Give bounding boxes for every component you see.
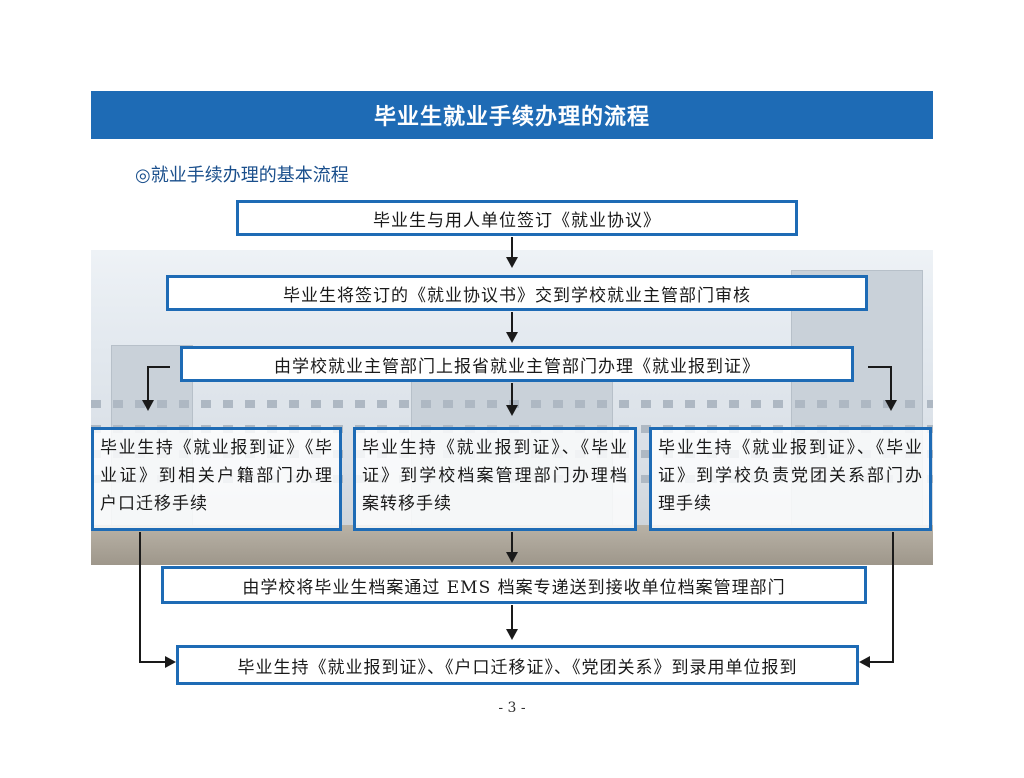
step-archive-transfer-text: 毕业生持《就业报到证》、《毕业证》到学校档案管理部门办理档案转移手续 — [362, 438, 628, 514]
step-submit-agreement: 毕业生将签订的《就业协议书》交到学校就业主管部门审核 — [166, 275, 868, 311]
connector-line — [139, 661, 165, 663]
step-final-report-text: 毕业生持《就业报到证》、《户口迁移证》、《党团关系》到录用单位报到 — [237, 657, 798, 678]
page-title: 毕业生就业手续办理的流程 — [91, 91, 933, 139]
step-archive-transfer: 毕业生持《就业报到证》、《毕业证》到学校档案管理部门办理档案转移手续 — [353, 427, 637, 531]
step-report-certificate: 由学校就业主管部门上报省就业主管部门办理《就业报到证》 — [180, 346, 854, 382]
step-sign-agreement: 毕业生与用人单位签订《就业协议》 — [236, 200, 798, 236]
arrow-right-icon — [165, 656, 176, 668]
step-ems-delivery-text: 由学校将毕业生档案通过 EMS 档案专递送到接收单位档案管理部门 — [242, 577, 786, 598]
connector-line — [147, 366, 149, 400]
arrow-line — [511, 605, 513, 629]
arrow-left-icon — [859, 656, 870, 668]
arrow-line — [511, 383, 513, 405]
connector-line — [890, 366, 892, 400]
step-sign-agreement-text: 毕业生与用人单位签订《就业协议》 — [373, 210, 661, 231]
step-party-transfer-text: 毕业生持《就业报到证》、《毕业证》到学校负责党团关系部门办理手续 — [658, 438, 923, 514]
step-hukou-transfer-text: 毕业生持《就业报到证》《毕业证》到相关户籍部门办理户口迁移手续 — [100, 438, 333, 514]
arrow-down-icon — [142, 400, 154, 411]
connector-line — [870, 661, 894, 663]
arrow-down-icon — [506, 257, 518, 268]
step-party-transfer: 毕业生持《就业报到证》、《毕业证》到学校负责党团关系部门办理手续 — [649, 427, 932, 531]
arrow-down-icon — [506, 552, 518, 563]
connector-line — [892, 532, 894, 662]
step-hukou-transfer: 毕业生持《就业报到证》《毕业证》到相关户籍部门办理户口迁移手续 — [91, 427, 342, 531]
connector-line — [868, 366, 892, 368]
step-ems-delivery: 由学校将毕业生档案通过 EMS 档案专递送到接收单位档案管理部门 — [161, 566, 867, 604]
arrow-line — [511, 532, 513, 552]
arrow-down-icon — [506, 332, 518, 343]
step-report-certificate-text: 由学校就业主管部门上报省就业主管部门办理《就业报到证》 — [274, 356, 760, 377]
arrow-down-icon — [506, 405, 518, 416]
step-submit-agreement-text: 毕业生将签订的《就业协议书》交到学校就业主管部门审核 — [283, 285, 751, 306]
arrow-line — [511, 237, 513, 257]
arrow-line — [511, 312, 513, 332]
connector-line — [139, 532, 141, 662]
connector-line — [147, 366, 170, 368]
step-final-report: 毕业生持《就业报到证》、《户口迁移证》、《党团关系》到录用单位报到 — [176, 645, 859, 685]
arrow-down-icon — [506, 629, 518, 640]
arrow-down-icon — [885, 400, 897, 411]
page-number: - 3 - — [498, 700, 526, 716]
section-subtitle: ◎就业手续办理的基本流程 — [135, 165, 349, 186]
